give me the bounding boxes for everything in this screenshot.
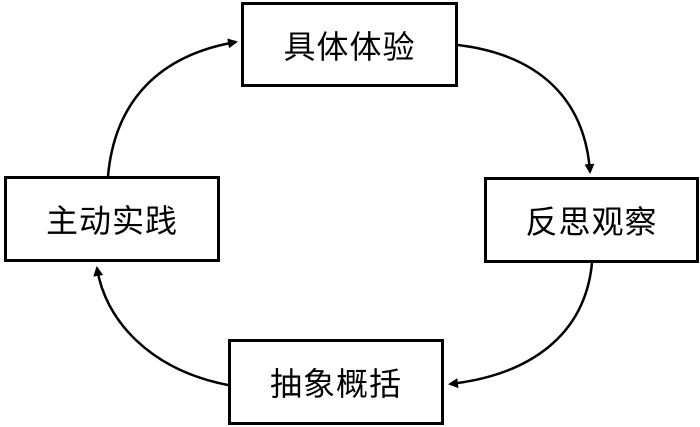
arrow-top-to-right	[457, 43, 595, 174]
node-label: 反思观察	[525, 203, 658, 241]
node-abstract-conceptualization: 抽象概括	[228, 339, 444, 425]
node-label: 主动实践	[45, 202, 178, 240]
node-reflective-observation: 反思观察	[484, 177, 699, 263]
arrow-bottom-to-left	[93, 266, 229, 387]
node-label: 抽象概括	[269, 365, 402, 403]
arrow-right-to-bottom	[448, 262, 594, 389]
node-active-experimentation: 主动实践	[4, 176, 220, 262]
arrow-left-to-top	[106, 38, 238, 177]
node-concrete-experience: 具体体验	[241, 2, 458, 87]
node-label: 具体体验	[283, 27, 416, 66]
